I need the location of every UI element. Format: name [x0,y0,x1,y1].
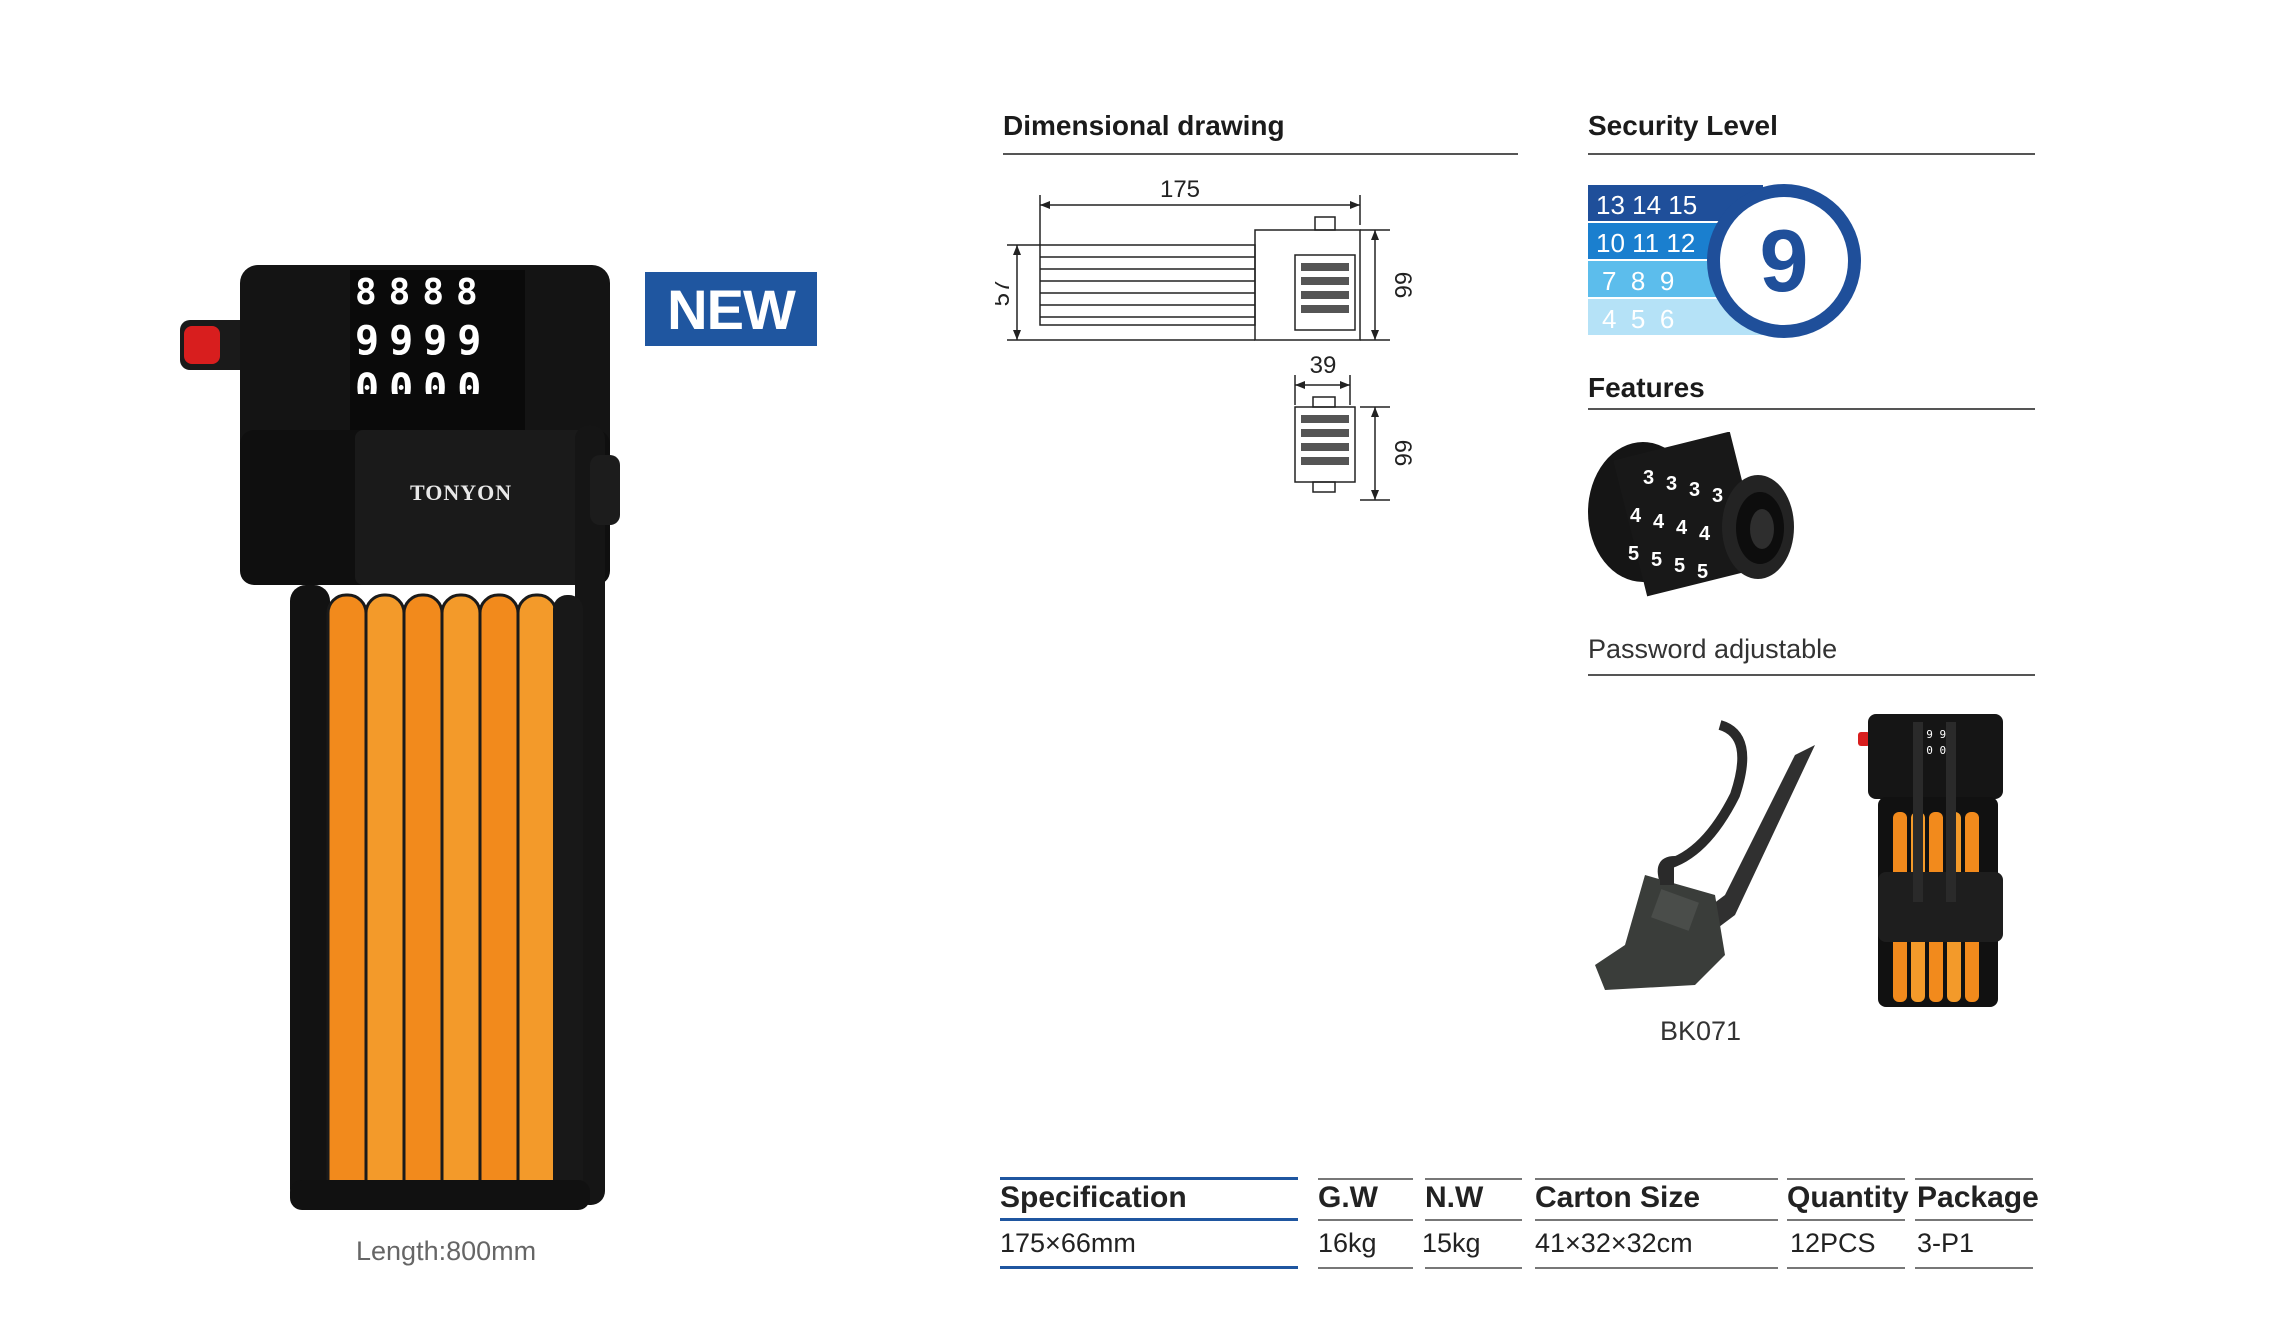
spec-top-line-3 [1425,1178,1522,1180]
dim-175: 175 [1160,176,1200,203]
spec-top-line-1 [1000,1177,1298,1180]
spec-top-line-2 [1318,1178,1413,1180]
spec-bottom-line-5 [1787,1267,1905,1269]
product-photo [170,250,630,1230]
spec-value-nw: 15kg [1422,1228,1481,1258]
spec-value-specification: 175×66mm [1000,1228,1136,1258]
svg-text:3: 3 [1712,485,1723,507]
dimensional-rule [1003,153,1518,155]
spec-value-carton-size: 41×32×32cm [1535,1228,1693,1258]
svg-text:4: 4 [1676,517,1688,539]
features-caption-rule [1588,674,2035,676]
spec-mid-line-6 [1915,1219,2033,1221]
mounted-lock-photo: 9 9 90 0 0 [1858,714,2003,1007]
spec-bottom-line-2 [1318,1267,1413,1269]
spec-mid-line-3 [1425,1219,1522,1221]
security-row-2: 10 11 12 [1596,228,1695,258]
spec-top-line-4 [1535,1178,1778,1180]
spec-header-package: Package [1917,1181,2039,1214]
features-rule [1588,408,2035,410]
security-row-3: 7 8 9 [1602,266,1674,296]
svg-text:4: 4 [1653,511,1665,533]
security-row-1: 13 14 15 [1596,190,1697,220]
spec-bottom-line-1 [1000,1266,1298,1269]
spec-header-carton-size: Carton Size [1535,1181,1701,1214]
dim-39: 39 [1310,352,1337,379]
spec-value-quantity: 12PCS [1790,1228,1876,1258]
svg-text:5: 5 [1697,561,1708,583]
spec-top-line-5 [1787,1178,1905,1180]
spec-mid-line-5 [1787,1219,1905,1221]
features-title: Features [1588,372,1705,403]
spec-header-specification: Specification [1000,1181,1187,1214]
security-title: Security Level [1588,110,1778,141]
spec-top-line-6 [1915,1178,2033,1180]
security-row-4: 4 5 6 [1602,304,1674,334]
svg-text:4: 4 [1699,523,1711,545]
features-caption: Password adjustable [1588,634,1838,664]
spec-mid-line-4 [1535,1219,1778,1221]
spec-bottom-line-4 [1535,1267,1778,1269]
brand-logo: TONYON [410,480,513,505]
spec-value-package: 3-P1 [1917,1228,1975,1258]
dial-row-2: 9999 [355,318,492,364]
bracket-accessory-photo [1595,720,1815,990]
svg-text:3: 3 [1689,479,1700,501]
spec-mid-line-2 [1318,1219,1413,1221]
spec-header-nw: N.W [1425,1181,1484,1214]
new-badge: NEW [645,272,817,346]
dim-66-bottom: 66 [1389,440,1415,467]
dim-66-top: 66 [1389,272,1415,299]
security-level-number: 9 [1760,211,1809,310]
security-rule [1588,153,2035,155]
spec-mid-line-1 [1000,1218,1298,1221]
dimensional-drawing: 175 57 66 39 66 [995,176,1415,501]
accessory-label: BK071 [1660,1016,1742,1046]
dial-row-1: 8888 [355,272,490,313]
length-caption: Length:800mm [356,1236,537,1266]
security-level-graphic: 13 14 15 10 11 12 7 8 9 4 5 6 9 [1588,184,1861,338]
svg-text:3: 3 [1643,467,1654,489]
dial-row-3: 0000 [355,366,492,394]
dim-57: 57 [995,280,1015,307]
spec-header-quantity: Quantity [1787,1181,1909,1214]
svg-text:5: 5 [1651,549,1662,571]
spec-bottom-line-3 [1425,1267,1522,1269]
svg-text:5: 5 [1674,555,1685,577]
orange-cable-bars [326,593,558,1207]
svg-text:5: 5 [1628,543,1639,565]
folding-lock-illustration [180,265,620,1210]
dimensional-title: Dimensional drawing [1003,110,1285,141]
cyl-digit-4: 4 [1630,505,1642,527]
spec-header-gw: G.W [1318,1181,1378,1214]
spec-bottom-line-6 [1915,1267,2033,1269]
spec-value-gw: 16kg [1318,1228,1377,1258]
svg-text:3: 3 [1666,473,1677,495]
